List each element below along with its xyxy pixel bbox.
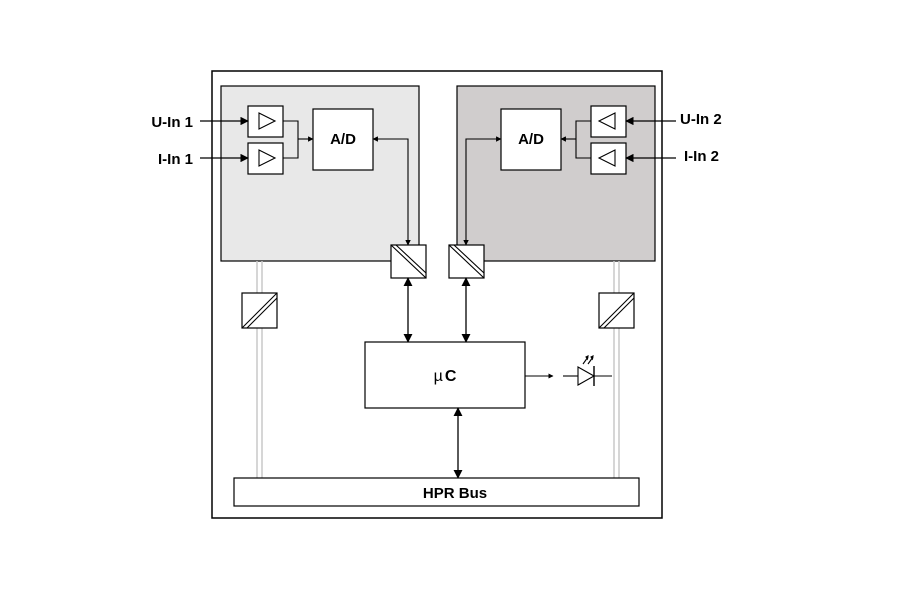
amp-merge-left bbox=[283, 120, 314, 159]
svg-text:A/D: A/D bbox=[330, 131, 356, 148]
label-i-in-2: I-In 2 bbox=[684, 148, 719, 165]
hpr-bus: HPR Bus bbox=[233, 477, 640, 507]
amplifier-icon bbox=[590, 142, 627, 175]
amplifier-icon bbox=[590, 105, 627, 138]
label-i-in-1: I-In 1 bbox=[158, 151, 193, 168]
amplifier-icon bbox=[247, 105, 284, 138]
isolation-coupler-icon bbox=[598, 292, 635, 329]
amplifier-icon bbox=[247, 142, 284, 175]
label-u-in-1: U-In 1 bbox=[151, 114, 193, 131]
led-diode-icon bbox=[563, 355, 612, 386]
svg-text:µC: µC bbox=[434, 368, 457, 385]
isolation-coupler-icon bbox=[241, 292, 278, 329]
label-u-in-2: U-In 2 bbox=[680, 111, 722, 128]
svg-text:A/D: A/D bbox=[518, 131, 544, 148]
adc-right-block: A/D bbox=[500, 108, 562, 171]
isolation-coupler-icon bbox=[448, 244, 485, 279]
svg-text:HPR Bus: HPR Bus bbox=[423, 485, 487, 502]
adc-left-link bbox=[372, 136, 411, 246]
isolation-coupler-icon bbox=[390, 244, 427, 279]
amp-merge-right bbox=[560, 120, 591, 159]
adc-right-link bbox=[463, 136, 502, 246]
adc-left-block: A/D bbox=[312, 108, 374, 171]
